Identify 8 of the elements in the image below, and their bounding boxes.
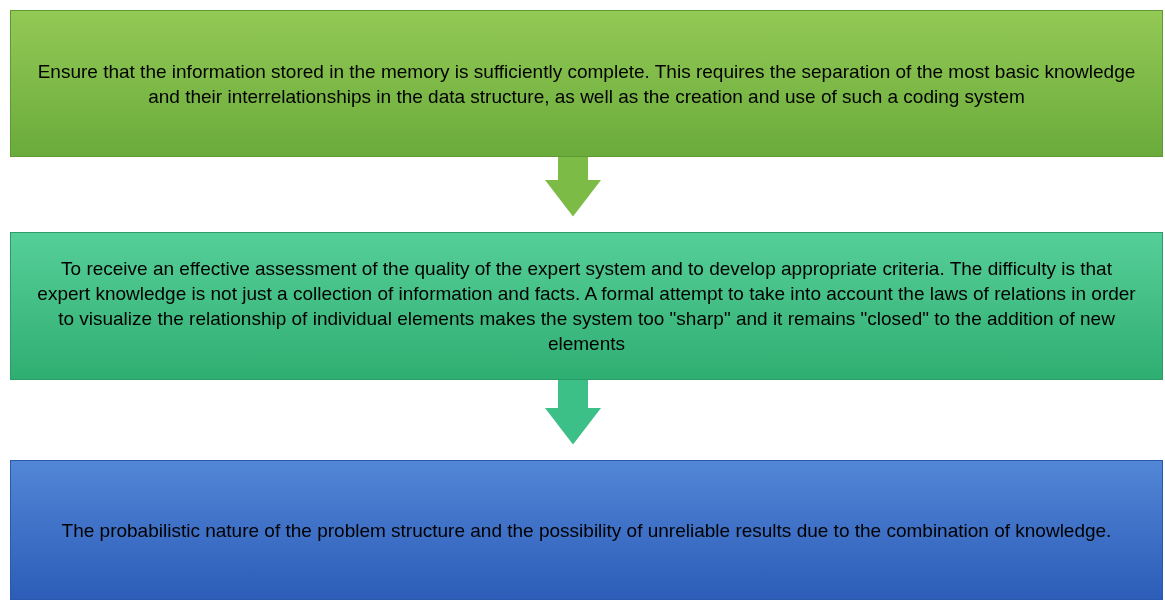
box-text: Ensure that the information stored in the memory is sufficiently complete. This requires the separation of the most basic knowledge and their interrelationships in the data structure, as well as the creation and use of such a coding system — [36, 59, 1137, 109]
box-text: To receive an effective assessment of the quality of the expert system and to develop appropriate criteria. The difficulty is that expert knowledge is not just a collection of information and facts. A formal attempt to take into account the laws of relations in order to visualize the relationship of individual elements makes the system too "sharp" and it remains "closed" to the addition of new elements — [36, 257, 1137, 356]
process-box — [10, 232, 1163, 380]
block-arrow — [545, 157, 601, 217]
process-box — [10, 460, 1163, 600]
process-box — [10, 10, 1163, 157]
box-text: The probabilistic nature of the problem structure and the possibility of unreliable results due to the combination of knowledge. — [61, 518, 1112, 543]
block-arrow — [545, 380, 601, 445]
